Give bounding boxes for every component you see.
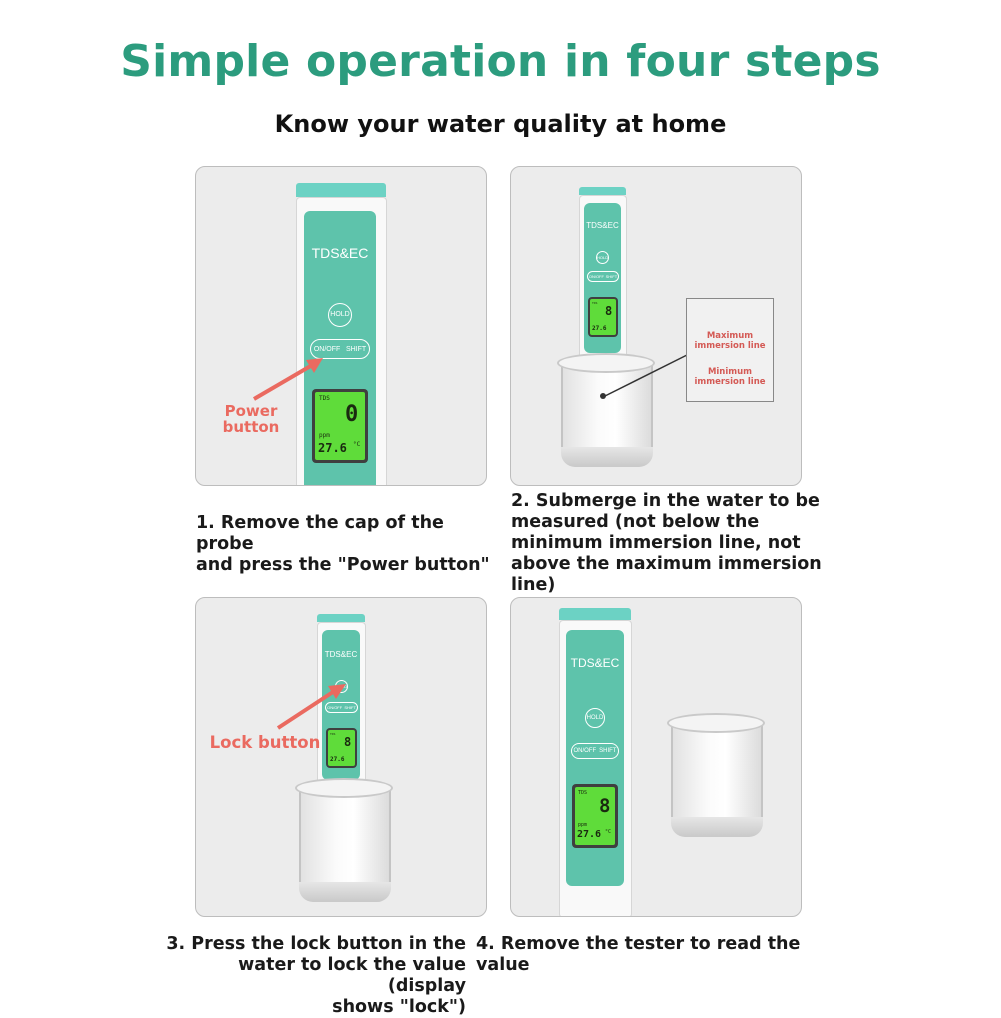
hold-button: HOLD xyxy=(328,303,352,327)
pointer-line-icon xyxy=(600,354,688,399)
min-line-label: Minimum immersion line xyxy=(694,367,766,387)
lcd-unit: ppm xyxy=(319,432,330,439)
brand-label: TDS&EC xyxy=(311,245,369,261)
lcd-display: TDS 0 ppm 27.6 °C xyxy=(312,389,368,463)
step-1-caption: 1. Remove the cap of the probe and press… xyxy=(196,513,490,575)
step-3-image: TDS&EC HOLD ON/OFF SHIFT TDS 8 27.6 Lock… xyxy=(195,597,487,917)
max-line-label: Maximum immersion line xyxy=(694,331,766,351)
tds-tester: TDS&EC HOLD ON/OFF SHIFT TDS 0 ppm 27.6 … xyxy=(294,183,389,485)
arrow-icon xyxy=(252,358,323,401)
lock-button-annotation: Lock button xyxy=(209,733,321,752)
page-subtitle: Know your water quality at home xyxy=(274,110,727,138)
immersion-lines-inset: Maximum immersion line Minimum immersion… xyxy=(686,298,774,402)
page-title: Simple operation in four steps xyxy=(120,36,881,87)
arrow-icon xyxy=(276,684,346,730)
power-button-annotation: Power button xyxy=(222,402,280,436)
lcd-reading: 8 xyxy=(605,304,613,318)
lcd-reading: 8 xyxy=(344,735,352,749)
step-4-caption: 4. Remove the tester to read the value xyxy=(476,934,801,975)
tds-tester: TDS&EC HOLD ON/OFF SHIFT TDS 8 ppm 27.6 … xyxy=(559,608,639,916)
shift-label: SHIFT xyxy=(345,345,367,353)
lcd-temp: 27.6 xyxy=(318,441,347,455)
lcd-reading: 0 xyxy=(345,402,359,427)
step-1-image: TDS&EC HOLD ON/OFF SHIFT TDS 0 ppm 27.6 … xyxy=(195,166,487,486)
tester-face: TDS&EC HOLD ON/OFF SHIFT TDS 0 ppm 27.6 … xyxy=(304,211,376,485)
onoff-shift-button: ON/OFF SHIFT xyxy=(310,339,370,359)
lcd-reading: 8 xyxy=(599,795,611,817)
water-glass xyxy=(667,713,767,843)
water-glass xyxy=(557,353,657,473)
water-glass xyxy=(295,778,395,908)
step-3-caption: 3. Press the lock button in the water to… xyxy=(166,934,466,1017)
lcd-mode: TDS xyxy=(319,395,330,402)
step-4-image: TDS&EC HOLD ON/OFF SHIFT TDS 8 ppm 27.6 … xyxy=(510,597,802,917)
step-2-image: TDS&EC HOLD ON/OFF SHIFT TDS 8 27.6 Maxi… xyxy=(510,166,802,486)
onoff-label: ON/OFF xyxy=(313,345,341,353)
step-2-caption: 2. Submerge in the water to be measured … xyxy=(511,491,822,595)
tds-tester: TDS&EC HOLD ON/OFF SHIFT TDS 8 27.6 xyxy=(317,614,367,814)
lcd-temp-unit: °C xyxy=(353,441,361,448)
